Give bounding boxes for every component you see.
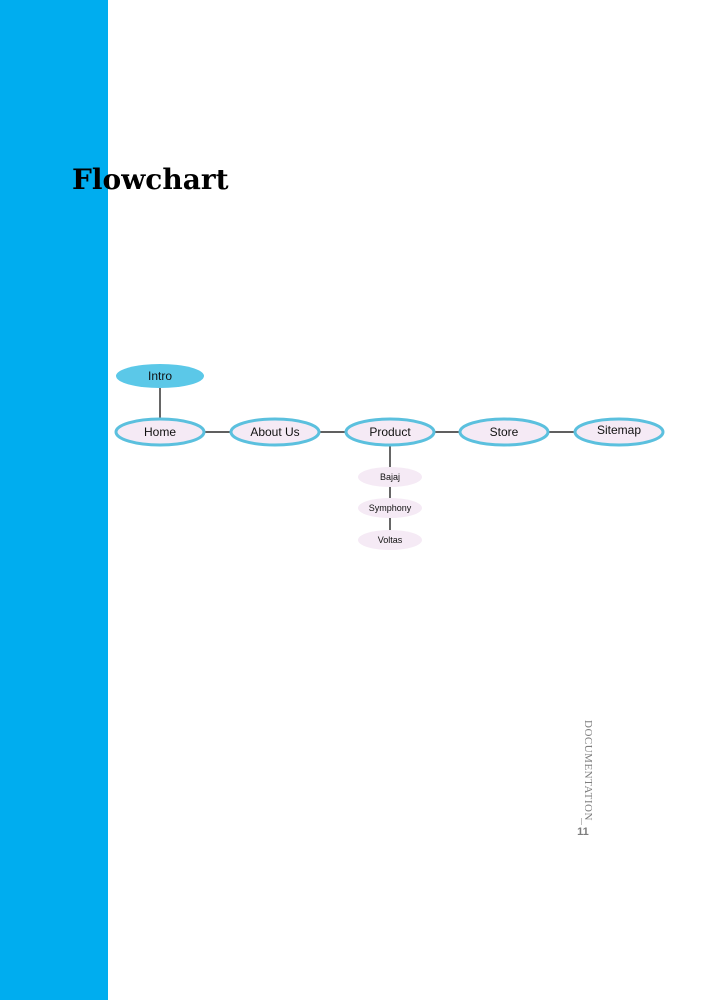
node-intro: Intro <box>116 364 204 388</box>
page-number: 11 <box>577 826 589 838</box>
node-store-shape <box>458 417 550 447</box>
connectors <box>159 388 575 530</box>
page-title: Flowchart <box>72 163 229 196</box>
node-intro-shape <box>116 364 204 388</box>
node-voltas-label: Voltas <box>378 535 403 545</box>
node-bajaj: Bajaj <box>358 467 422 487</box>
node-sitemap: Sitemap <box>573 417 665 447</box>
footer-section-label: DOCUMENTATION <box>582 720 594 821</box>
node-about-us-label: About Us <box>250 425 299 439</box>
node-voltas-shape <box>358 530 422 550</box>
node-home-shape <box>114 417 206 447</box>
node-sitemap-shape <box>573 417 665 447</box>
node-sitemap-label: Sitemap <box>597 423 641 437</box>
node-bajaj-shape <box>358 467 422 487</box>
node-store-label: Store <box>490 425 519 439</box>
node-home-label: Home <box>144 425 176 439</box>
node-symphony-shape <box>358 498 422 518</box>
node-product-label: Product <box>369 425 411 439</box>
node-store: Store <box>458 417 550 447</box>
node-bajaj-label: Bajaj <box>380 472 400 482</box>
node-product: Product <box>344 417 436 447</box>
node-symphony: Symphony <box>358 498 422 518</box>
footer-divider <box>581 818 582 825</box>
node-voltas: Voltas <box>358 530 422 550</box>
node-symphony-label: Symphony <box>369 503 412 513</box>
node-about-us-shape <box>229 417 321 447</box>
node-home: Home <box>114 417 206 447</box>
node-intro-label: Intro <box>148 369 172 383</box>
node-about-us: About Us <box>229 417 321 447</box>
node-product-shape <box>344 417 436 447</box>
side-band <box>0 0 108 1000</box>
